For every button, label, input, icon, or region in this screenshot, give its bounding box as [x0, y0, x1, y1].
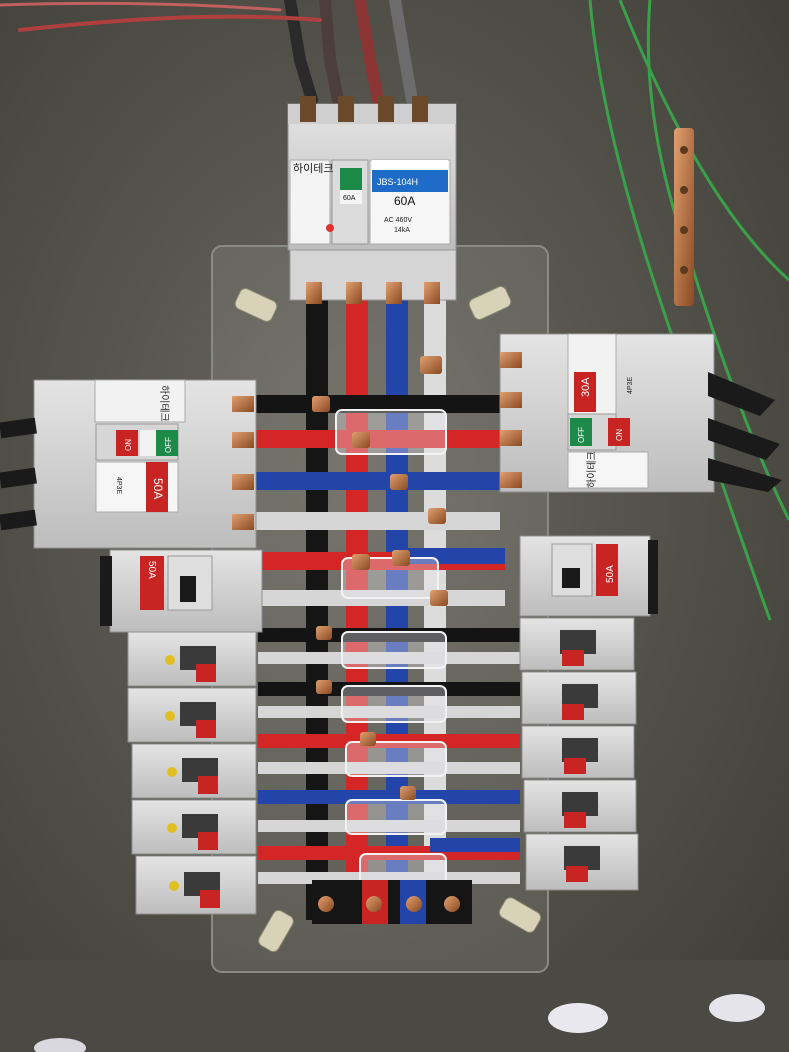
left-breaker — [0, 379, 257, 549]
left-breaker-brand: 하이테크 — [158, 385, 171, 422]
standoff-insulators — [234, 286, 542, 953]
bottom-terminal-block — [312, 880, 472, 924]
right-breaker-on: ON — [615, 429, 624, 441]
mid-right-rating: 50A — [605, 565, 616, 583]
right-breaker — [499, 333, 782, 493]
right-branch-breakers — [519, 617, 639, 891]
main-breaker-voltage: AC 460V — [384, 217, 412, 224]
ground-bar — [674, 128, 694, 306]
main-breaker-rating: 60A — [394, 194, 415, 208]
enclosure-bottom — [0, 960, 789, 1052]
main-breaker-current: 14kA — [394, 227, 410, 234]
left-breaker-off: OFF — [164, 437, 173, 453]
left-breaker-rating: 50A — [151, 478, 165, 499]
main-toggle-rating: 60A — [343, 195, 356, 202]
main-breaker-brand: 하이테크 — [293, 161, 333, 175]
left-branch-breakers — [127, 631, 257, 915]
main-breaker — [287, 96, 457, 304]
knockout-hole — [34, 1038, 86, 1052]
mid-right-breaker — [519, 535, 658, 617]
left-breaker-poles: 4P3E — [115, 477, 122, 494]
knockout-hole — [548, 1003, 608, 1033]
copper-lugs — [312, 356, 448, 800]
mid-left-breaker — [100, 549, 263, 633]
right-breaker-rating: 30A — [580, 377, 592, 397]
right-breaker-brand: 하이테크 — [585, 451, 598, 488]
mid-left-rating: 50A — [146, 561, 157, 579]
ground-wires — [588, 0, 789, 621]
main-breaker-model: JBS-104H — [377, 177, 418, 187]
right-breaker-off: OFF — [577, 427, 586, 443]
right-breaker-poles: 4P3E — [627, 377, 634, 394]
incoming-cables — [0, 0, 418, 106]
knockout-hole — [709, 994, 765, 1022]
left-breaker-on: ON — [124, 439, 133, 451]
